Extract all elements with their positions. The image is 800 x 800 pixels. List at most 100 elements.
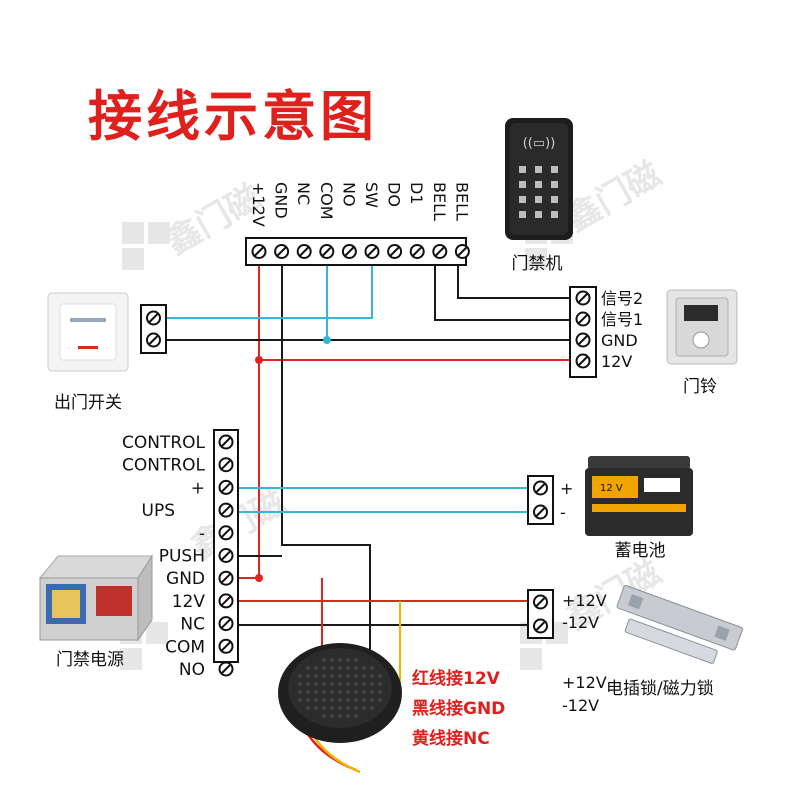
grille-hole <box>322 690 326 694</box>
screw-icon <box>146 310 161 326</box>
screw-icon <box>218 593 234 609</box>
grille-hole <box>306 674 310 678</box>
grille-hole <box>354 658 358 662</box>
legend-black: 黑线接GND <box>412 698 505 719</box>
buzzer <box>278 643 402 774</box>
screw-icon <box>218 457 234 473</box>
grille-hole <box>314 706 318 710</box>
top-terminal-label: +12V <box>249 182 268 227</box>
grille-hole <box>338 690 342 694</box>
grille-hole <box>330 690 334 694</box>
grille-hole <box>322 682 326 686</box>
grille-hole <box>314 682 318 686</box>
screw-icon <box>432 244 448 259</box>
grille-hole <box>322 658 326 662</box>
grille-hole <box>338 698 342 702</box>
battery-terminal-plus: + <box>560 479 573 498</box>
power-terminal-label: COM <box>165 637 205 657</box>
keypad-key <box>535 166 542 173</box>
top-terminal-label: NO <box>339 182 358 207</box>
grille-hole <box>362 706 366 710</box>
keypad-key <box>551 166 558 173</box>
screw-icon <box>575 332 591 348</box>
grille-hole <box>330 666 334 670</box>
grille-hole <box>346 690 350 694</box>
grille-hole <box>322 706 326 710</box>
grille-hole <box>354 698 358 702</box>
grille-hole <box>298 674 302 678</box>
grille-hole <box>298 698 302 702</box>
power-supply-label: 门禁电源 <box>56 650 124 670</box>
grille-hole <box>330 706 334 710</box>
grille-hole <box>330 674 334 678</box>
grille-hole <box>306 698 310 702</box>
screw-icon <box>218 479 234 495</box>
screw-icon <box>146 332 161 348</box>
power-supply: 门禁电源 <box>38 554 153 670</box>
grille-hole <box>346 682 350 686</box>
grille-hole <box>322 698 326 702</box>
grille-hole <box>314 690 318 694</box>
screw-icon <box>575 311 591 327</box>
watermark-text: 鑫门磁 <box>560 154 668 240</box>
grille-hole <box>306 690 310 694</box>
grille-hole <box>378 690 382 694</box>
top-terminal-label: BELL <box>430 182 449 221</box>
screw-icon <box>251 244 267 259</box>
lock-terminal-plus: +12V <box>562 591 607 610</box>
grille-hole <box>346 706 350 710</box>
power-terminal-label: CONTROL <box>122 456 206 476</box>
access-reader-label: 门禁机 <box>512 254 563 274</box>
screw-icon <box>533 618 548 634</box>
screw-icon <box>319 244 335 259</box>
grille-hole <box>306 682 310 686</box>
top-terminal-label: GND <box>272 182 291 219</box>
doorbell-button <box>692 331 710 349</box>
grille-hole <box>298 682 302 686</box>
grille-hole <box>330 658 334 662</box>
buzzer-grille <box>298 658 382 718</box>
grille-hole <box>330 682 334 686</box>
screw-icon <box>454 244 470 259</box>
grille-hole <box>370 698 374 702</box>
grille-hole <box>314 666 318 670</box>
grille-hole <box>378 698 382 702</box>
grille-hole <box>338 682 342 686</box>
keypad-key <box>519 181 526 188</box>
exit-switch: 出门开关 <box>47 292 167 413</box>
legend-yellow: 黄线接NC <box>412 728 490 749</box>
grille-hole <box>338 714 342 718</box>
grille-hole <box>354 682 358 686</box>
screw-icon <box>387 244 403 259</box>
screw-icon <box>218 638 234 654</box>
grille-hole <box>338 666 342 670</box>
power-terminal-label: GND <box>166 569 205 589</box>
grille-hole <box>338 706 342 710</box>
keypad-key <box>551 181 558 188</box>
top-terminal-label: D1 <box>407 182 426 205</box>
buzzer-legend: 红线接12V 黑线接GND 黄线接NC <box>412 668 505 749</box>
screw-icon <box>296 244 312 259</box>
doorbell-terminal-label: 信号1 <box>601 310 643 329</box>
screw-icon <box>218 502 234 518</box>
screw-icon <box>218 434 234 450</box>
top-terminal-label: COM <box>317 182 336 220</box>
grille-hole <box>370 682 374 686</box>
doorbell-terminal-label: 信号2 <box>601 289 643 308</box>
grille-hole <box>362 682 366 686</box>
screw-icon <box>409 244 425 259</box>
grille-hole <box>370 706 374 710</box>
screw-icon <box>575 353 591 369</box>
keypad-key <box>551 211 558 218</box>
lock: +12V -12V +12V -12V 电插锁/磁力锁 <box>527 585 743 715</box>
doorbell-terminal-label: 12V <box>601 352 632 371</box>
power-terminal-label: 12V <box>172 592 206 612</box>
grille-hole <box>354 714 358 718</box>
battery-voltage: 12 V <box>600 483 623 494</box>
grille-hole <box>314 698 318 702</box>
grille-hole <box>346 658 350 662</box>
doorbell-terminal-label: GND <box>601 331 638 350</box>
